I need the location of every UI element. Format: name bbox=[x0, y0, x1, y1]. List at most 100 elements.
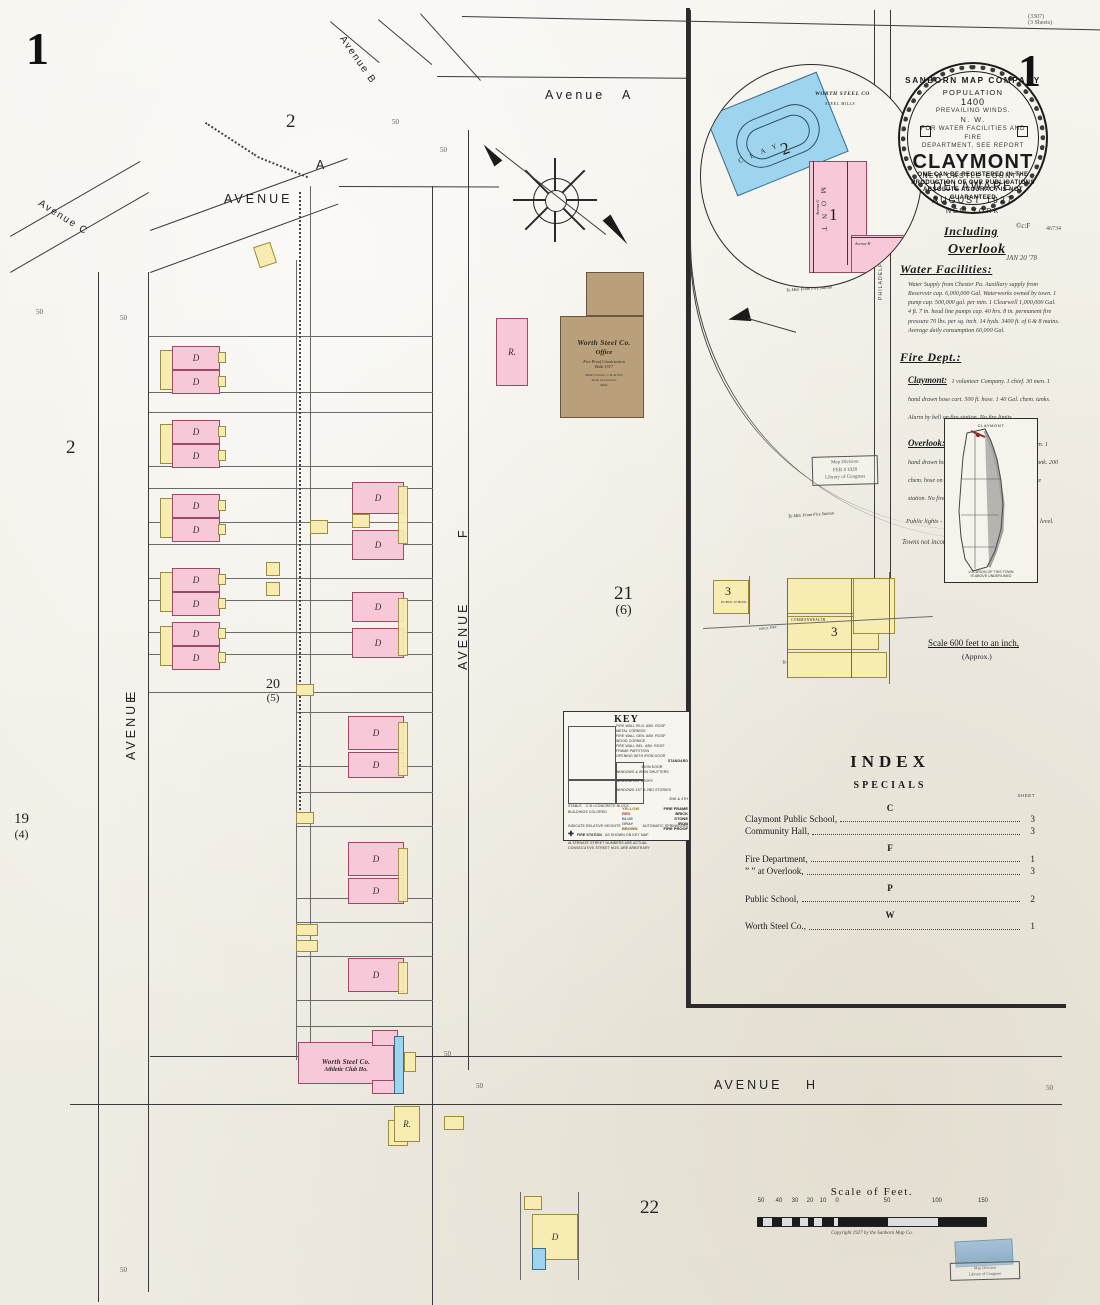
locator-caption: LOCATION OF THIS TOWN IS ABOVE UNDERLINE… bbox=[968, 569, 1014, 579]
lot-line bbox=[296, 792, 433, 793]
block-19-sub: (4) bbox=[14, 826, 29, 841]
overlook-public-school-block bbox=[713, 580, 749, 614]
block-20-num: 20 bbox=[266, 677, 280, 692]
building-outbuilding bbox=[266, 562, 280, 576]
scale-segment bbox=[822, 1218, 834, 1226]
index-entry[interactable]: ” ” at Overlook, 3 bbox=[745, 865, 1035, 877]
fire-claymont-body: 1 volunteer Company. 1 chief. 30 men. 1 … bbox=[908, 378, 1051, 421]
lot-line-vertical bbox=[296, 260, 297, 1060]
lot-line-vertical bbox=[520, 1192, 521, 1280]
dwelling-label: D bbox=[192, 525, 200, 535]
scale-tick-label: 30 bbox=[791, 1198, 799, 1204]
scale-tick-label: 50 bbox=[883, 1198, 891, 1204]
index-entry[interactable]: Community Hall, 3 bbox=[745, 825, 1035, 837]
dwelling-label: D bbox=[372, 854, 380, 864]
dwelling-label: D bbox=[192, 653, 200, 663]
office-construction-note: Fire Proof Construction bbox=[583, 359, 625, 364]
locator-town-label: CLAYMONT bbox=[977, 423, 1005, 428]
building-rear-wing bbox=[398, 848, 408, 902]
building-dwelling: D bbox=[348, 716, 404, 750]
scale-segment bbox=[838, 1218, 888, 1226]
scale-tick-label: 10 bbox=[819, 1198, 827, 1204]
fire-station-cross-icon: ✚ bbox=[568, 831, 574, 839]
index-entry[interactable]: Worth Steel Co., 1 bbox=[745, 920, 1035, 932]
seal-corner-mark bbox=[920, 126, 931, 137]
index-entry-page: 2 bbox=[1030, 893, 1035, 904]
index-group-c: C Claymont Public School, 3 Community Ha… bbox=[745, 803, 1035, 838]
library-of-congress-stamp: Map Division FEB 4 1928 Library of Congr… bbox=[811, 455, 879, 486]
office-built-year: Built 1917 bbox=[594, 364, 614, 369]
key-notes-row: INDICATE RELATIVE HEIGHTS AUTOMATIC SPRI… bbox=[568, 824, 688, 829]
scale-segment bbox=[758, 1218, 763, 1226]
dimension-tick: 50 bbox=[1046, 1084, 1053, 1092]
overlook-scale-text: Scale 600 feet to an inch, bbox=[928, 638, 1019, 648]
lot-line bbox=[149, 654, 433, 655]
block-label-20: 20 (5) bbox=[266, 677, 280, 704]
building-dwelling: D bbox=[172, 494, 220, 518]
lot-line-vertical bbox=[310, 186, 311, 1066]
key-stable-concrete: STABLE C.B.=CONCRETE BLOCK bbox=[568, 804, 688, 809]
inset-sheet-number-1: 1 bbox=[829, 205, 838, 224]
key-concrete-label: C.B.=CONCRETE BLOCK bbox=[585, 804, 629, 808]
building-outbuilding bbox=[296, 684, 314, 696]
seal-inner-content: POPULATION 1400 PREVAILING WINDS. N. W. … bbox=[912, 88, 1034, 215]
key-line: WINDOWS & IRON SHUTTERS bbox=[616, 769, 669, 774]
index-entry-name: Claymont Public School, bbox=[745, 814, 838, 824]
inset-street-line bbox=[813, 161, 815, 273]
key-line: METAL CORNICE bbox=[616, 729, 646, 734]
building-outbuilding bbox=[266, 582, 280, 596]
seal-corner-mark bbox=[1017, 126, 1028, 137]
index-entry[interactable]: Fire Department, 1 bbox=[745, 853, 1035, 865]
building-bay bbox=[218, 376, 226, 387]
lot-line bbox=[296, 956, 433, 957]
building-bay bbox=[218, 450, 226, 461]
building-dwelling: D bbox=[352, 592, 404, 622]
block-2-top-num: 2 bbox=[286, 111, 296, 132]
building-stone-wing-bottom bbox=[532, 1248, 546, 1270]
key-sprinkler-note: AUTOMATIC SPRINKLERS bbox=[642, 824, 688, 828]
index-entry[interactable]: Claymont Public School, 3 bbox=[745, 813, 1035, 825]
building-outbuilding bbox=[310, 520, 328, 534]
water-facilities-body: Water Supply from Chester Pa. Auxiliary … bbox=[908, 282, 1060, 334]
inset-mill-sub: STEEL MILLS bbox=[825, 101, 855, 106]
key-color-row: BLUE STONE bbox=[622, 816, 688, 821]
building-athletic-stone-wing bbox=[394, 1036, 404, 1094]
dotted-property-line bbox=[204, 122, 257, 157]
key-color-row: RED BRICK bbox=[622, 811, 688, 816]
street-label-avenue-e-word: AVENUE bbox=[124, 691, 138, 760]
building-dwelling-center: R. bbox=[496, 318, 528, 386]
index-entry[interactable]: Public School, 2 bbox=[745, 893, 1035, 905]
lot-line bbox=[149, 466, 433, 467]
dwelling-label: D bbox=[374, 493, 382, 503]
block-20-sub: (5) bbox=[266, 691, 280, 704]
seal-city-name: CLAYMONT bbox=[912, 151, 1034, 174]
overlook-inset-map: 3 PUBLIC SCHOOL 3 COMMONWEALTH PHILA. PI… bbox=[703, 572, 933, 684]
dimension-tick: 50 bbox=[476, 1082, 483, 1090]
seal-company-name: SANBORN MAP COMPANY bbox=[905, 76, 1041, 85]
lot-line bbox=[149, 544, 433, 545]
dwelling-label: D bbox=[374, 602, 382, 612]
key-meaning-red: BRICK bbox=[675, 811, 688, 816]
inset-avenue-g-label: Avenue G bbox=[815, 199, 820, 215]
index-title: INDEX bbox=[850, 752, 930, 771]
dwelling-label: R. bbox=[508, 347, 516, 357]
shed-label: R. bbox=[403, 1119, 411, 1129]
key-color-legend: YELLOW FIRE FRAME RED BRICK BLUE STONE G… bbox=[622, 806, 688, 831]
seal-population-label: POPULATION bbox=[942, 88, 1004, 97]
building-dwelling: D bbox=[348, 958, 404, 992]
scale-segment bbox=[938, 1218, 986, 1226]
key-color-red: RED bbox=[622, 811, 631, 816]
scale-bar-graphic bbox=[757, 1217, 987, 1227]
key-footer-note: ALTERNATE STREET NUMBERS ARE ACTUAL CONS… bbox=[568, 841, 650, 851]
key-symbol-box bbox=[616, 762, 644, 780]
inset-brick-block-2 bbox=[851, 235, 905, 273]
key-meaning-blue: STONE bbox=[674, 816, 688, 821]
seal-disclaimer: ONE CAN BE REGISTERED IN THE PRODUCTION … bbox=[911, 172, 1035, 201]
avenue-a-left-edge bbox=[148, 272, 150, 1292]
key-color-row: YELLOW FIRE FRAME bbox=[622, 806, 688, 811]
building-outbuilding bbox=[296, 940, 318, 952]
building-bay bbox=[218, 426, 226, 437]
avenue-f-edge-left bbox=[432, 186, 434, 1305]
athletic-company-name: Worth Steel Co. bbox=[321, 1058, 371, 1066]
index-entry-name: Fire Department, bbox=[745, 853, 808, 864]
